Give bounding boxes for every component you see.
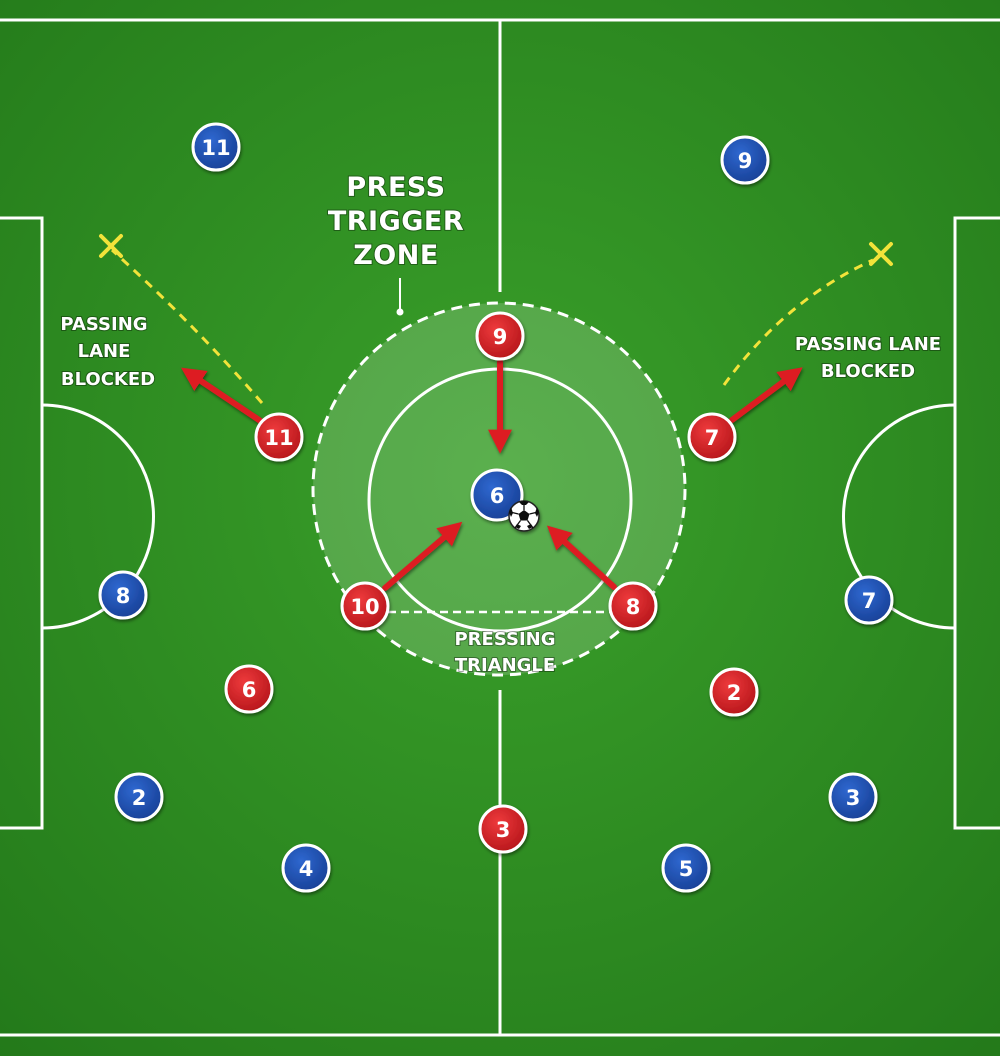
red-player: 9 bbox=[475, 311, 525, 361]
svg-text:2: 2 bbox=[132, 786, 147, 810]
svg-text:5: 5 bbox=[679, 857, 694, 881]
red-team: 9 11 7 10 8 6 2 3 bbox=[224, 311, 759, 854]
svg-text:3: 3 bbox=[496, 818, 511, 842]
svg-text:ZONE: ZONE bbox=[353, 240, 439, 271]
arrow-red-10-press bbox=[382, 521, 463, 591]
svg-text:BLOCKED: BLOCKED bbox=[821, 361, 915, 382]
svg-text:3: 3 bbox=[846, 786, 861, 810]
blue-player: 2 bbox=[114, 772, 164, 822]
blue-player: 8 bbox=[98, 570, 148, 620]
svg-text:6: 6 bbox=[490, 484, 505, 508]
red-player: 3 bbox=[478, 804, 528, 854]
red-player: 8 bbox=[608, 581, 658, 631]
svg-text:LANE: LANE bbox=[78, 341, 131, 362]
press-trigger-zone-label: PRESS TRIGGER ZONE bbox=[327, 171, 465, 272]
red-player: 11 bbox=[254, 412, 304, 462]
zone-label-pointer-dot bbox=[396, 308, 404, 316]
red-player: 10 bbox=[340, 581, 390, 631]
passing-lane-blocked-left-label: PASSING LANE BLOCKED bbox=[59, 313, 156, 391]
blue-player: 7 bbox=[844, 575, 894, 625]
svg-text:10: 10 bbox=[350, 595, 379, 619]
arrow-red-7-cut-lane bbox=[729, 367, 803, 423]
svg-text:7: 7 bbox=[705, 426, 720, 450]
x-mark-icon bbox=[99, 234, 123, 258]
blue-player: 5 bbox=[661, 843, 711, 893]
blue-team: 11 9 6 8 7 2 3 4 5 bbox=[98, 122, 894, 893]
svg-text:4: 4 bbox=[299, 857, 314, 881]
red-player: 7 bbox=[687, 412, 737, 462]
blue-player: 11 bbox=[191, 122, 241, 172]
pressing-arrows bbox=[181, 359, 803, 591]
svg-text:8: 8 bbox=[116, 584, 131, 608]
svg-text:TRIGGER: TRIGGER bbox=[328, 206, 464, 237]
x-mark-icon bbox=[869, 242, 893, 266]
svg-text:BLOCKED: BLOCKED bbox=[61, 369, 155, 390]
soccer-ball-icon bbox=[508, 500, 540, 532]
left-penalty-box bbox=[0, 216, 44, 830]
blue-player: 4 bbox=[281, 843, 331, 893]
red-player: 6 bbox=[224, 664, 274, 714]
blocked-lane-left bbox=[110, 248, 264, 404]
svg-text:9: 9 bbox=[738, 149, 753, 173]
red-player: 2 bbox=[709, 667, 759, 717]
svg-text:PRESSING: PRESSING bbox=[454, 629, 555, 650]
svg-text:2: 2 bbox=[727, 681, 742, 705]
arrow-red-8-press bbox=[546, 525, 617, 590]
svg-text:TRIANGLE: TRIANGLE bbox=[455, 655, 555, 676]
blocked-lanes bbox=[110, 248, 874, 404]
svg-text:6: 6 bbox=[242, 678, 257, 702]
svg-text:8: 8 bbox=[626, 595, 641, 619]
blocked-lane-right bbox=[722, 258, 874, 386]
pressing-triangle-label: PRESSING TRIANGLE bbox=[453, 628, 556, 677]
blue-player: 3 bbox=[828, 772, 878, 822]
arrow-red-11-cut-lane bbox=[181, 367, 265, 425]
svg-text:7: 7 bbox=[862, 589, 877, 613]
blue-player-ball-carrier: 6 bbox=[470, 468, 524, 522]
right-penalty-box bbox=[953, 216, 1000, 830]
passing-lane-blocked-right-label: PASSING LANE BLOCKED bbox=[794, 333, 942, 383]
svg-text:9: 9 bbox=[493, 325, 508, 349]
right-penalty-arc bbox=[842, 403, 956, 630]
svg-text:PASSING: PASSING bbox=[60, 314, 147, 335]
pitch-markings bbox=[0, 18, 1000, 1037]
blue-player: 9 bbox=[720, 135, 770, 185]
svg-text:PRESS: PRESS bbox=[346, 172, 445, 203]
left-penalty-arc bbox=[41, 403, 155, 630]
svg-text:11: 11 bbox=[201, 136, 230, 160]
svg-text:11: 11 bbox=[264, 426, 293, 450]
svg-text:PASSING LANE: PASSING LANE bbox=[795, 334, 941, 355]
